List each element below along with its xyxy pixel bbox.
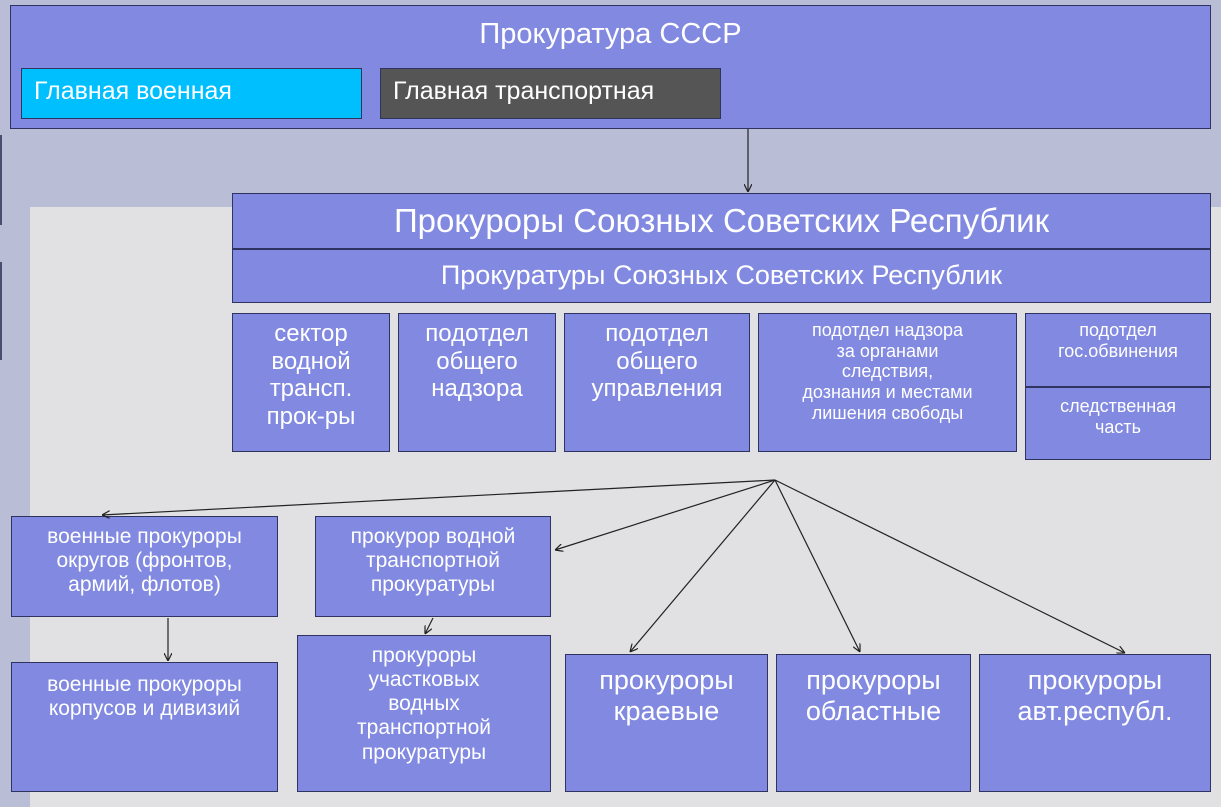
water-section-prosecutors-label: прокуроры участковых водных транспортной… bbox=[357, 644, 491, 764]
arrow-to-autonomous bbox=[774, 479, 1125, 653]
military-district-prosecutors-box: военные прокуроры округов (фронтов, арми… bbox=[11, 516, 278, 617]
arrow-to-oblast bbox=[774, 479, 860, 652]
republic-prosecutors-label: Прокуроры Союзных Советских Республик bbox=[393, 202, 1050, 240]
main-transport-label: Главная транспортная bbox=[393, 77, 655, 105]
water-transport-prosecutor-box: прокурор водной транспортной прокуратуры bbox=[315, 516, 551, 617]
edge-mark bbox=[0, 262, 2, 360]
republic-prosecutors-box: Прокуроры Союзных Советских Республик bbox=[232, 193, 1211, 249]
republic-offices-box: Прокуратуры Союзных Советских Республик bbox=[232, 249, 1211, 303]
arrow-to-water-sections bbox=[425, 617, 434, 634]
general-supervision-label: подотдел общего надзора bbox=[425, 320, 529, 403]
military-district-prosecutors-label: военные прокуроры округов (фронтов, арми… bbox=[47, 525, 242, 597]
main-military-label: Главная военная bbox=[34, 77, 232, 105]
general-management-label: подотдел общего управления bbox=[591, 320, 723, 403]
republic-offices-label: Прокуратуры Союзных Советских Республик bbox=[440, 260, 1003, 291]
water-transport-sector-label: сектор водной трансп. прок-ры bbox=[266, 320, 356, 430]
main-transport-box: Главная транспортная bbox=[380, 68, 721, 119]
autonomous-republic-prosecutors-label: прокуроры авт.республ. bbox=[1017, 665, 1173, 727]
state-prosecution-box: подотдел гос.обвинения bbox=[1025, 313, 1211, 387]
krai-prosecutors-box: прокуроры краевые bbox=[565, 654, 768, 792]
state-prosecution-label: подотдел гос.обвинения bbox=[1058, 320, 1178, 361]
water-section-prosecutors-box: прокуроры участковых водных транспортной… bbox=[297, 635, 551, 792]
main-military-box: Главная военная bbox=[21, 68, 362, 119]
arrow-to-krai bbox=[630, 479, 776, 652]
ussr-prosecutor-office-title: Прокуратура СССР bbox=[479, 18, 742, 50]
autonomous-republic-prosecutors-box: прокуроры авт.республ. bbox=[979, 654, 1211, 792]
krai-prosecutors-label: прокуроры краевые bbox=[599, 665, 734, 727]
water-transport-prosecutor-label: прокурор водной транспортной прокуратуры bbox=[350, 525, 516, 597]
arrow-to-military-districts bbox=[102, 479, 776, 515]
oblast-prosecutors-label: прокуроры областные bbox=[805, 665, 942, 727]
general-supervision-box: подотдел общего надзора bbox=[398, 313, 556, 452]
arrow-to-water-transport bbox=[555, 479, 776, 550]
investigation-supervision-label: подотдел надзора за органами следствия, … bbox=[802, 320, 973, 423]
edge-mark bbox=[0, 135, 2, 225]
investigative-unit-box: следственная часть bbox=[1025, 387, 1211, 460]
investigation-supervision-box: подотдел надзора за органами следствия, … bbox=[758, 313, 1017, 452]
oblast-prosecutors-box: прокуроры областные bbox=[776, 654, 971, 792]
investigative-unit-label: следственная часть bbox=[1060, 396, 1176, 437]
water-transport-sector-box: сектор водной трансп. прок-ры bbox=[232, 313, 390, 452]
military-corps-prosecutors-label: военные прокуроры корпусов и дивизий bbox=[47, 673, 242, 721]
military-corps-prosecutors-box: военные прокуроры корпусов и дивизий bbox=[11, 662, 278, 792]
general-management-box: подотдел общего управления bbox=[564, 313, 750, 452]
